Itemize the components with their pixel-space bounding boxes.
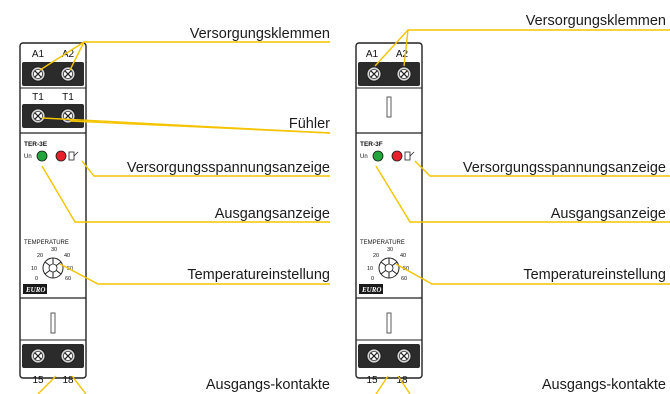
un-label: Un [360,154,368,160]
relay-symbol-icon [68,151,79,161]
label-output-indicator: Ausgangsanzeige [215,206,330,222]
label-output-contacts: Ausgangs-kontakte [542,377,666,393]
dial-tick: 30 [387,247,393,253]
dial-tick: 30 [51,247,57,253]
screw-a2-icon [60,66,76,82]
leader-temperature [59,263,330,285]
leader-supply-terminals-a1 [39,41,85,71]
leader-supply-indicator [81,160,330,177]
un-label: Un [24,154,32,160]
dial-title: TEMPERATURE [24,240,69,246]
output-led [36,150,48,162]
label-supply-indicator: Versorgungsspannungsanzeige [463,160,666,176]
temperature-dial[interactable] [42,257,64,279]
leader-output-indicator [375,165,670,223]
device-housing [355,42,423,379]
brand-badge [23,284,47,294]
screw-a1-icon [366,66,382,82]
callout-labels: Versorgungsklemmen Fühler Versorgungsspa… [127,13,666,393]
leader-temperature [395,263,670,285]
terminal-label-18: 18 [62,375,74,386]
dial-tick: 20 [373,253,379,259]
label-sensor: Fühler [289,116,330,132]
brand-logo: EURO [361,286,381,294]
device-ter-3e: A1 A2 T1 T1 TER-3E Un TEMPERATURE 0 10 2… [19,42,87,386]
screw-18-icon [60,348,76,364]
dial-tick: 10 [31,266,37,272]
dial-title: TEMPERATURE [360,240,405,246]
terminal-label-a2: A2 [62,49,75,60]
dial-tick: 0 [371,276,374,282]
label-temperature-setting: Temperatureinstellung [523,267,666,283]
model-label: TER-3E [24,141,48,148]
dial-tick: 60 [401,276,407,282]
screw-18-icon [396,348,412,364]
leader-supply-terminals [403,29,670,67]
output-led [372,150,384,162]
brand-logo: EURO [25,286,45,294]
label-slot [386,96,392,118]
dial-tick: 20 [37,253,43,259]
label-supply-terminals: Versorgungsklemmen [190,26,330,42]
dial-tick: 60 [65,276,71,282]
leader-lines [37,29,670,394]
label-supply-indicator: Versorgungsspannungsanzeige [127,160,330,176]
label-output-indicator: Ausgangsanzeige [551,206,666,222]
screw-t1a-icon [30,108,46,124]
leader-supply-indicator [414,160,670,177]
leader-sensor-b [69,120,331,134]
label-slot [386,312,392,334]
model-label: TER-3F [360,141,383,148]
screw-15-icon [366,348,382,364]
label-temperature-setting: Temperatureinstellung [187,267,330,283]
terminal-label-a1: A1 [32,49,45,60]
leader-output-contacts-a [375,375,389,394]
brand-badge [359,284,383,294]
leader-output-indicator [41,165,330,223]
terminal-label-t1b: T1 [62,92,74,103]
terminal-label-15: 15 [32,375,44,386]
dial-tick: 40 [400,253,406,259]
screw-15-icon [30,348,46,364]
dial-tick: 40 [64,253,70,259]
dial-tick: 0 [35,276,38,282]
label-output-contacts: Ausgangs-kontakte [206,377,330,393]
relay-symbol-icon [404,151,415,161]
leader-output-contacts-b [397,375,411,394]
terminal-label-a1: A1 [366,49,379,60]
terminal-label-a2: A2 [396,49,409,60]
leader-output-contacts-a [37,375,57,394]
label-slot [50,312,56,334]
temperature-dial[interactable] [378,257,400,279]
terminal-label-t1a: T1 [32,92,44,103]
terminal-label-18: 18 [396,375,408,386]
leader-supply-terminals [69,41,330,71]
device-ter-3f: A1 A2 TER-3F Un TEMPERATURE 0 10 20 30 4… [355,42,423,386]
screw-a1-icon [30,66,46,82]
leader-supply-terminals-a1 [374,29,409,67]
dial-tick: 10 [367,266,373,272]
terminal-label-15: 15 [366,375,378,386]
screw-a2-icon [396,66,412,82]
supply-led [391,150,403,162]
leader-output-contacts-b [71,375,87,394]
label-supply-terminals: Versorgungsklemmen [526,13,666,29]
supply-led [55,150,67,162]
